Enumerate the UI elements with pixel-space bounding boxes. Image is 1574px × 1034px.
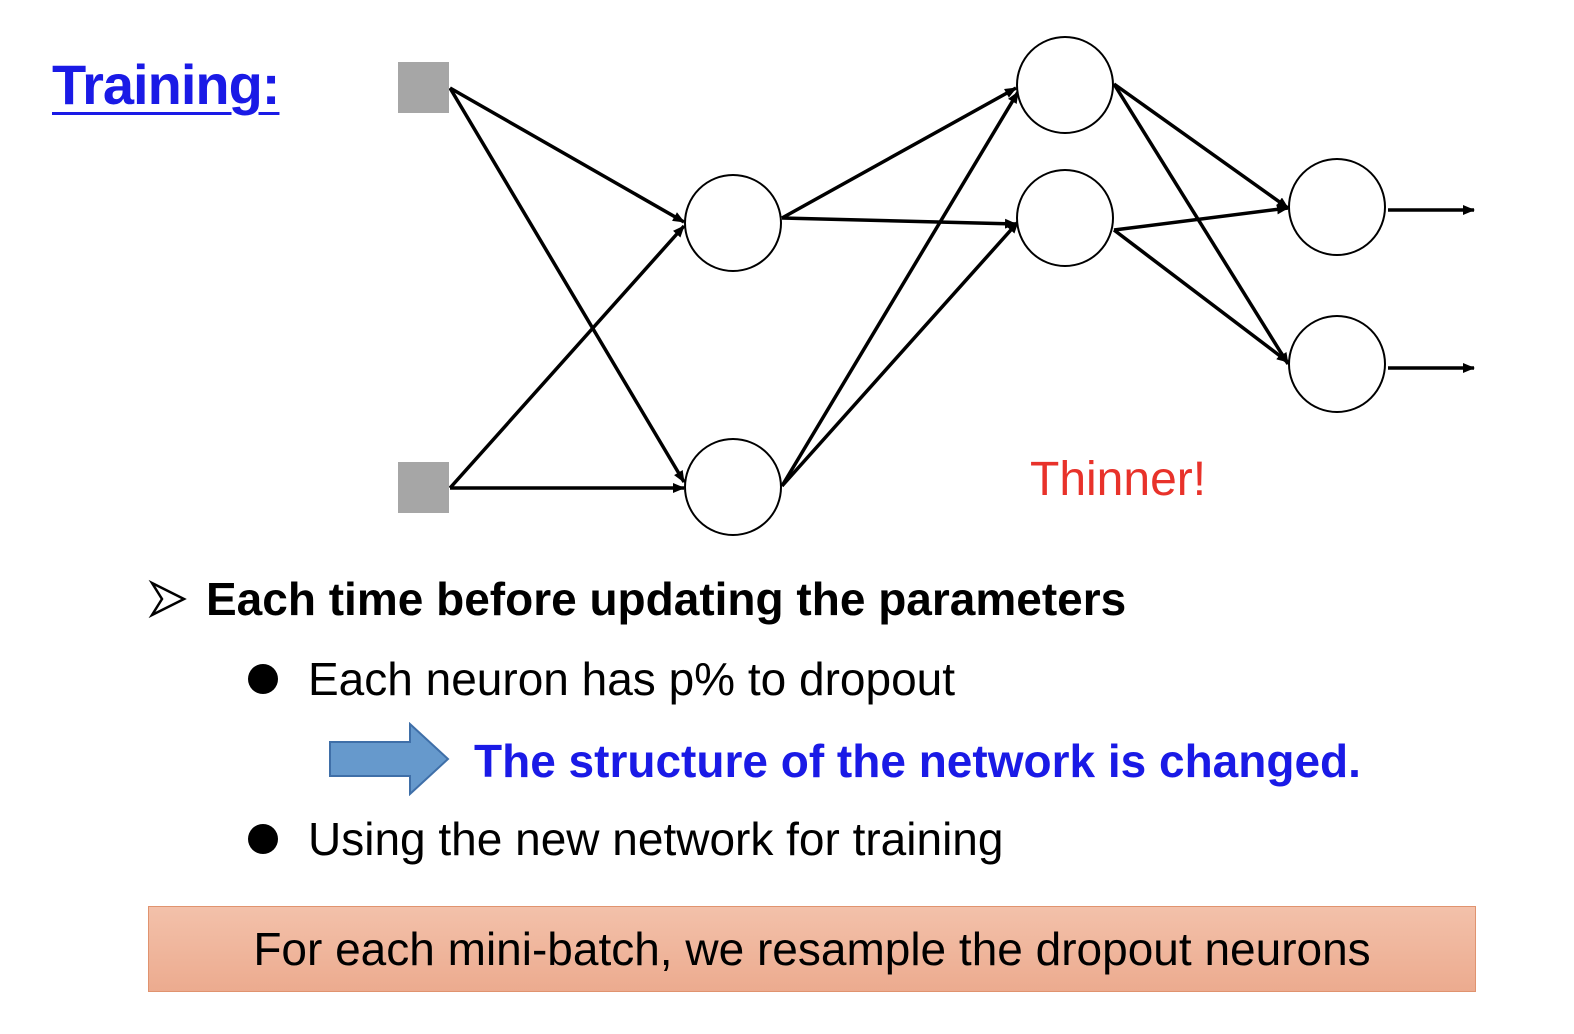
input-node-1 [398,62,449,113]
hidden2-node-2 [1016,169,1114,267]
filled-circle-bullet-icon [248,823,278,854]
sub-bullet-1-text: Each neuron has p% to dropout [308,653,956,705]
sub-bullet-2: Using the new network for training [248,812,1003,866]
edge-h1a-h2a [781,86,1017,220]
edge-h1b-h2a [780,91,1020,487]
main-bullet: Each time before updating the parameters [148,572,1126,626]
edge-in2-h1a [448,224,686,490]
edge-h1a-h2b [781,216,1017,229]
input-node-2 [398,462,449,513]
arrowhead-bullet-icon [148,579,187,619]
output-node-1 [1288,158,1386,256]
sub-bullet-1: Each neuron has p% to dropout [248,652,955,706]
edge-h2b-o1 [1113,204,1289,232]
output-node-2 [1288,315,1386,413]
edge-in1-h1a [449,86,685,224]
block-right-arrow-icon [329,722,450,796]
sub-bullet-2-text: Using the new network for training [308,813,1004,865]
edge-h2b-o2 [1112,228,1290,364]
slide-title: Training: [52,53,280,116]
footer-note-box: For each mini-batch, we resample the dro… [148,906,1476,992]
edge-h2a-o1 [1112,82,1290,210]
structure-changed-text: The structure of the network is changed. [474,735,1361,787]
edge-h2a-o2 [1112,83,1290,365]
thinner-annotation: Thinner! [1030,453,1207,506]
hidden2-node-1 [1016,36,1114,134]
hidden1-node-2 [684,438,782,536]
footer-note-text: For each mini-batch, we resample the dro… [253,923,1371,975]
network-diagram [398,36,1475,536]
hidden1-node-1 [684,174,782,272]
main-bullet-text: Each time before updating the parameters [206,573,1127,625]
edge-h1b-h2b [780,220,1020,488]
filled-circle-bullet-icon [248,663,278,694]
edge-in1-h1b [448,87,686,483]
